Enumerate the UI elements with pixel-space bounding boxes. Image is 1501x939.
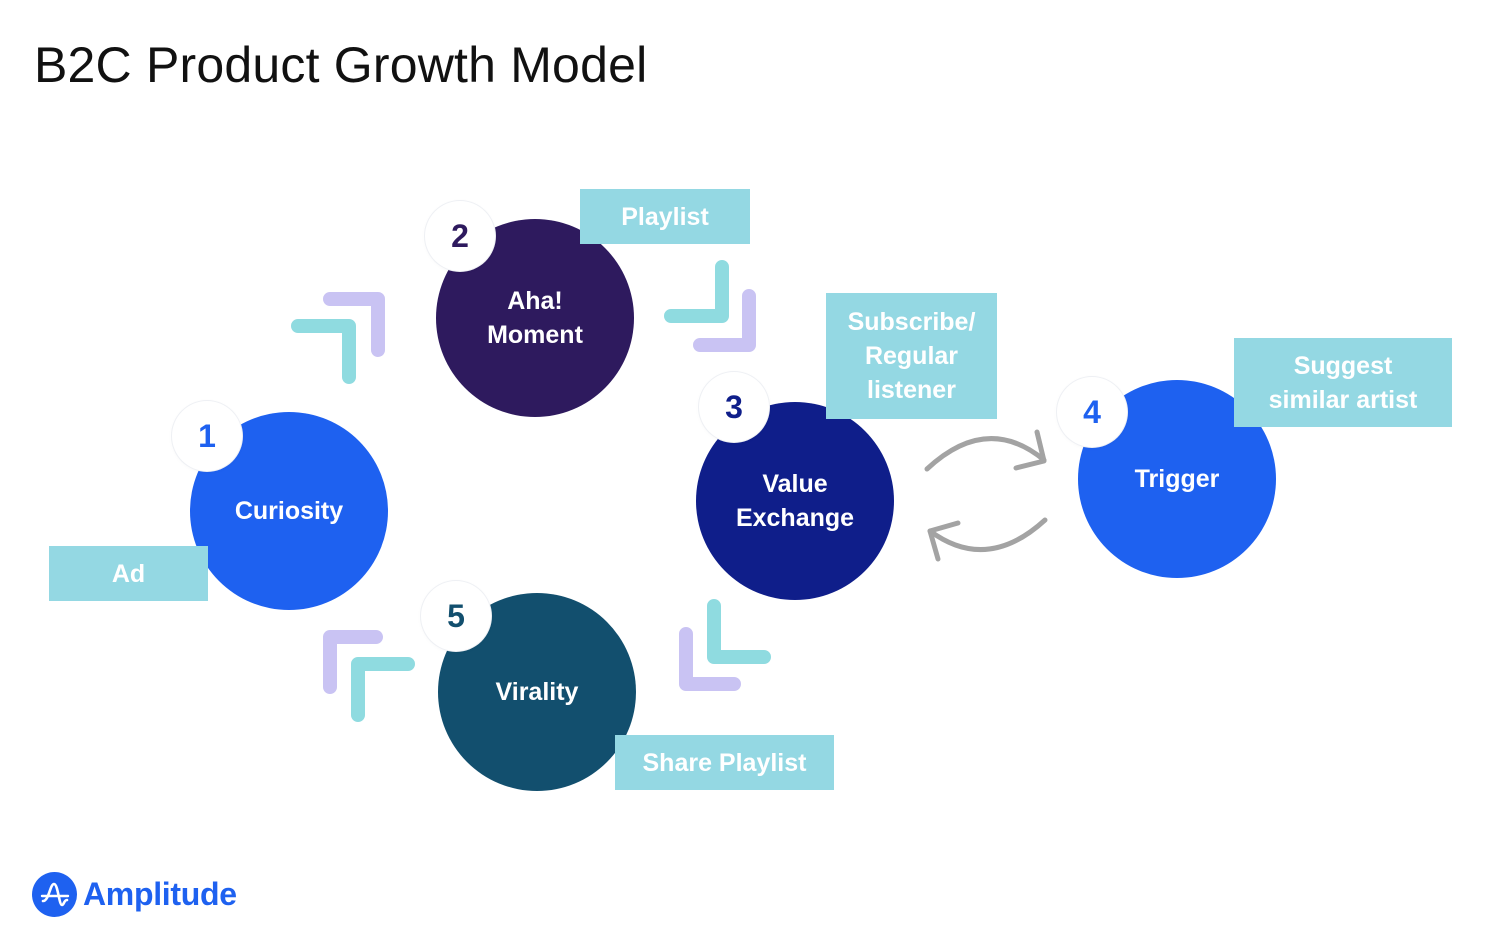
chevron-teal <box>291 319 356 384</box>
node-label: Aha! Moment <box>487 287 583 349</box>
step-badge-5: 5 <box>421 581 491 651</box>
tag-label: Share Playlist <box>642 748 807 777</box>
chevron-teal <box>351 657 415 722</box>
tag-playlist: Playlist <box>580 189 750 244</box>
node-label: Value Exchange <box>735 470 855 532</box>
amplitude-logo-icon <box>32 872 77 917</box>
cycle-arrow-forward <box>924 436 1047 472</box>
tag-ad: Ad <box>49 546 208 601</box>
chevron-lavender <box>679 627 741 691</box>
cycle-arrows <box>924 429 1048 562</box>
cycle-arrowhead-forward <box>1013 429 1047 471</box>
cycle-arrow-back <box>927 517 1048 553</box>
node-label: Trigger <box>1134 465 1220 493</box>
chevron-teal <box>664 260 729 323</box>
brand-name: Amplitude <box>83 876 237 912</box>
step-number: 3 <box>725 388 743 425</box>
tag-label: Subscribe/ Regular listener <box>847 308 976 404</box>
arrow-aha-to-value <box>664 260 756 352</box>
tag-share-playlist: Share Playlist <box>615 735 834 790</box>
arrow-value-to-virality <box>679 599 771 691</box>
node-label: Virality <box>495 678 579 706</box>
tag-suggest: Suggest similar artist <box>1234 338 1452 427</box>
arrow-curiosity-to-aha <box>291 292 385 384</box>
cycle-arrowhead-back <box>927 520 961 562</box>
chevron-lavender <box>323 630 383 694</box>
chevron-teal <box>707 599 771 664</box>
step-badge-3: 3 <box>699 372 769 442</box>
chevron-lavender <box>323 292 385 357</box>
tag-label: Ad <box>111 559 146 588</box>
brand-logo: Amplitude <box>32 872 237 917</box>
tag-subscribe: Subscribe/ Regular listener <box>826 293 997 419</box>
step-number: 2 <box>451 217 469 254</box>
chevron-lavender <box>693 289 756 352</box>
tag-label: Playlist <box>621 202 709 231</box>
tag-label: Suggest similar artist <box>1268 351 1418 414</box>
step-number: 1 <box>198 417 216 454</box>
step-badge-2: 2 <box>425 201 495 271</box>
step-badge-4: 4 <box>1057 377 1127 447</box>
arrow-virality-to-curiosity <box>323 630 415 722</box>
node-label: Curiosity <box>234 497 344 525</box>
step-number: 4 <box>1083 393 1101 430</box>
page-title: B2C Product Growth Model <box>34 37 648 93</box>
step-badge-1: 1 <box>172 401 242 471</box>
step-number: 5 <box>447 597 465 634</box>
